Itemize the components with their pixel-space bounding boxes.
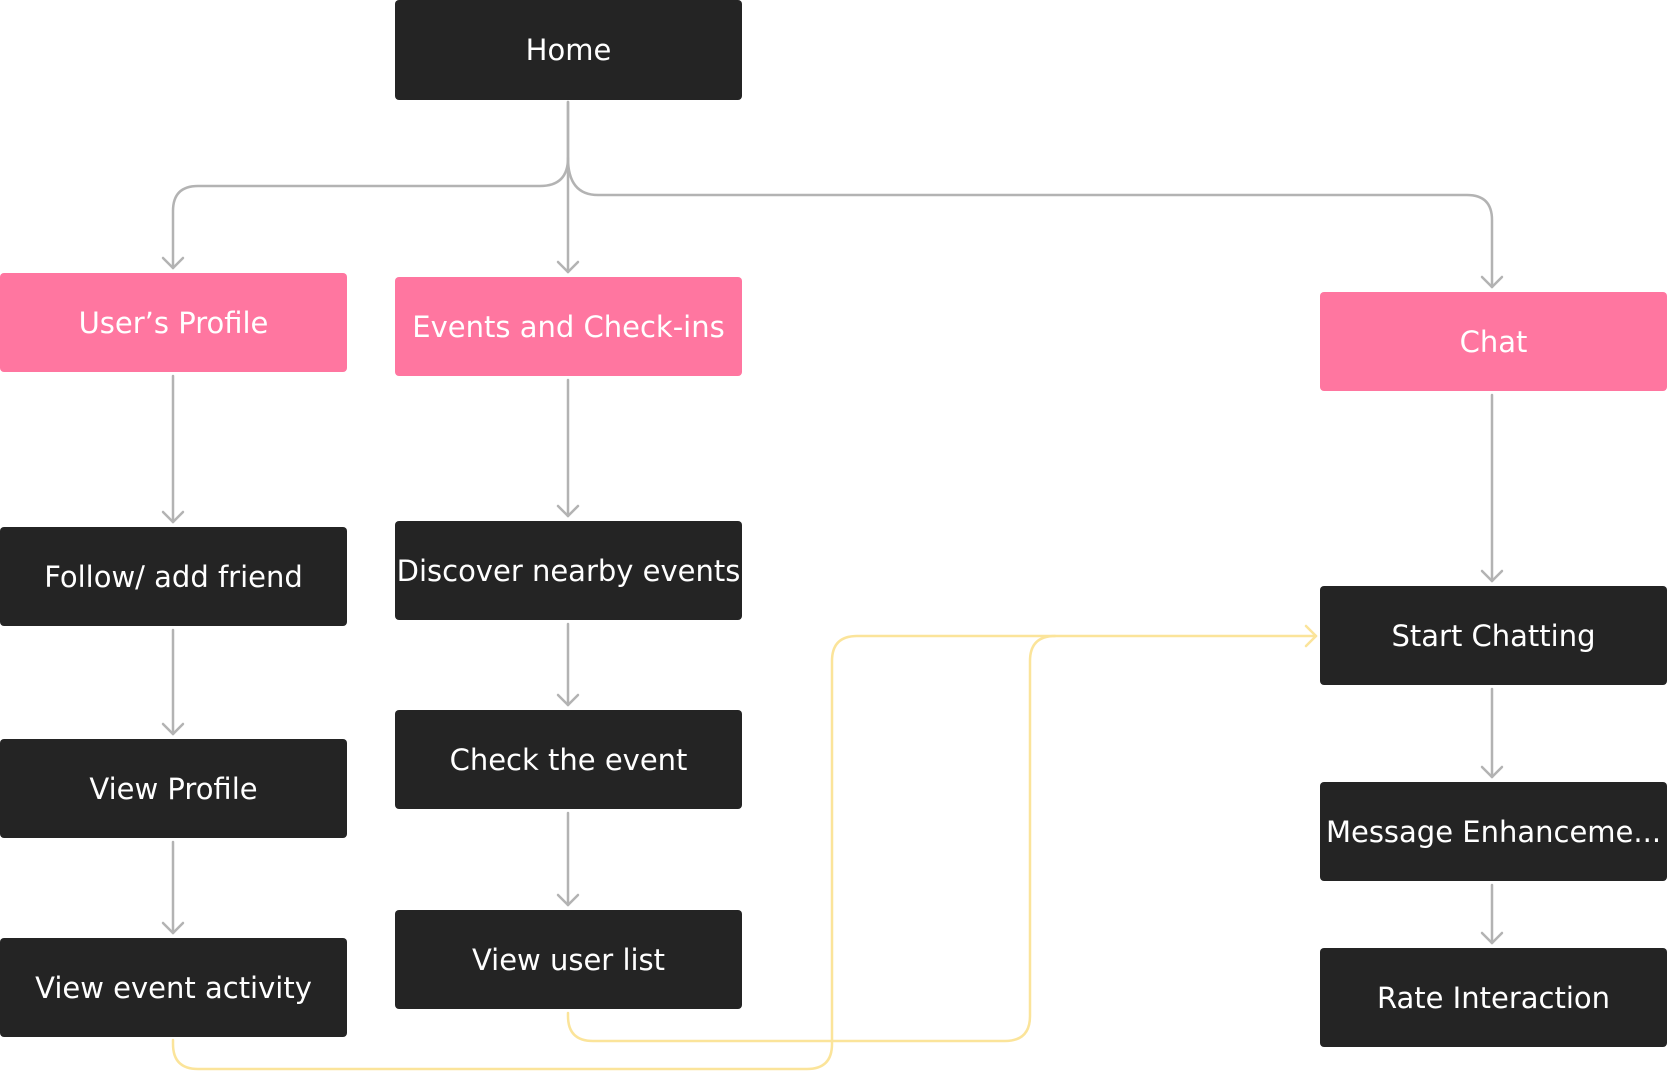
arrowhead-users-profile: [161, 256, 185, 270]
node-check-the-event[interactable]: Check the event: [395, 710, 742, 809]
node-rate-interaction-label: Rate Interaction: [1376, 980, 1611, 1015]
arrowhead-rate: [1480, 931, 1504, 945]
node-discover-nearby-events-label: Discover nearby events: [396, 553, 741, 588]
node-view-event-activity-label: View event activity: [35, 970, 312, 1005]
node-rate-interaction[interactable]: Rate Interaction: [1320, 948, 1667, 1047]
node-view-user-list[interactable]: View user list: [395, 910, 742, 1009]
node-home[interactable]: Home: [395, 0, 742, 100]
node-view-profile[interactable]: View Profile: [0, 739, 347, 838]
node-events-and-check-ins-label: Events and Check-ins: [412, 309, 725, 344]
node-message-enhancement-label: Message Enhanceme...: [1325, 814, 1662, 849]
arrowhead-message: [1480, 765, 1504, 779]
arrowhead-user-list: [556, 893, 580, 907]
arrowhead-check: [556, 693, 580, 707]
highlight-connector-user-list-to-chatting: [566, 634, 1057, 1043]
arrowhead-events: [556, 260, 580, 274]
arrowhead-discover: [556, 504, 580, 518]
node-check-the-event-label: Check the event: [449, 742, 688, 777]
node-view-event-activity[interactable]: View event activity: [0, 938, 347, 1037]
node-message-enhancement[interactable]: Message Enhanceme...: [1320, 782, 1667, 881]
node-users-profile[interactable]: User’s Profile: [0, 273, 347, 372]
highlight-connector-activity-to-chatting: [171, 634, 1318, 1071]
node-events-and-check-ins[interactable]: Events and Check-ins: [395, 277, 742, 376]
arrowhead-start: [1480, 569, 1504, 583]
node-start-chatting-label: Start Chatting: [1391, 618, 1596, 653]
node-follow-add-friend[interactable]: Follow/ add friend: [0, 527, 347, 626]
arrowhead-start-chatting-highlight: [1304, 624, 1318, 648]
arrowhead-view-profile: [161, 722, 185, 736]
arrowhead-activity: [161, 921, 185, 935]
node-start-chatting[interactable]: Start Chatting: [1320, 586, 1667, 685]
arrowhead-chat: [1480, 275, 1504, 289]
node-follow-add-friend-label: Follow/ add friend: [44, 559, 303, 594]
node-chat-label: Chat: [1459, 324, 1528, 359]
node-view-user-list-label: View user list: [471, 942, 666, 977]
node-home-label: Home: [525, 33, 612, 67]
node-view-profile-label: View Profile: [89, 771, 258, 806]
node-users-profile-label: User’s Profile: [78, 305, 269, 340]
connector-home-to-users-profile: [171, 100, 570, 270]
arrowhead-follow: [161, 510, 185, 524]
node-chat[interactable]: Chat: [1320, 292, 1667, 391]
connector-home-to-chat: [566, 156, 1494, 289]
node-discover-nearby-events[interactable]: Discover nearby events: [395, 521, 742, 620]
